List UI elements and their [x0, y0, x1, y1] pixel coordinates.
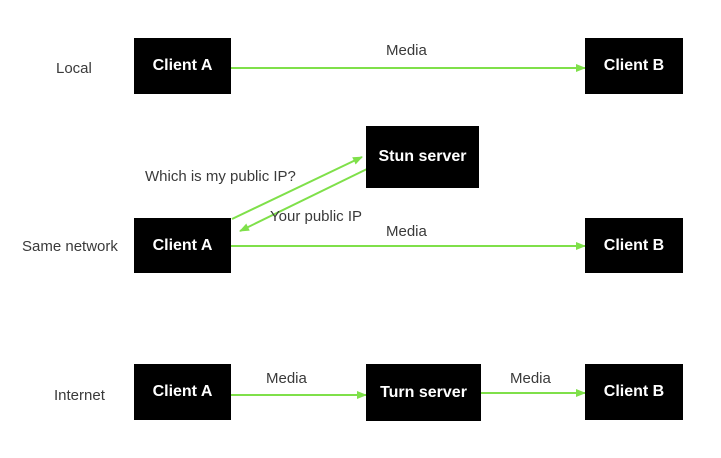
- stun-request-label: Which is my public IP?: [145, 168, 296, 185]
- internet-client-b-node: Client B: [585, 364, 683, 420]
- turn-out-media-label: Media: [510, 370, 551, 387]
- same-network-client-a-node: Client A: [134, 218, 231, 273]
- local-media-label: Media: [386, 42, 427, 59]
- turn-server-node: Turn server: [366, 364, 481, 421]
- local-client-b-node: Client B: [585, 38, 683, 94]
- local-client-a-node: Client A: [134, 38, 231, 94]
- turn-in-media-label: Media: [266, 370, 307, 387]
- stun-response-arrow: [239, 168, 368, 232]
- stun-request-arrow: [231, 156, 363, 220]
- same-network-client-b-node: Client B: [585, 218, 683, 273]
- stun-server-node: Stun server: [366, 126, 479, 188]
- internet-client-a-node: Client A: [134, 364, 231, 420]
- same-network-media-label: Media: [386, 223, 427, 240]
- row-label-same-network: Same network: [22, 238, 118, 255]
- row-label-local: Local: [56, 60, 92, 77]
- row-label-internet: Internet: [54, 387, 105, 404]
- stun-response-label: Your public IP: [270, 208, 363, 225]
